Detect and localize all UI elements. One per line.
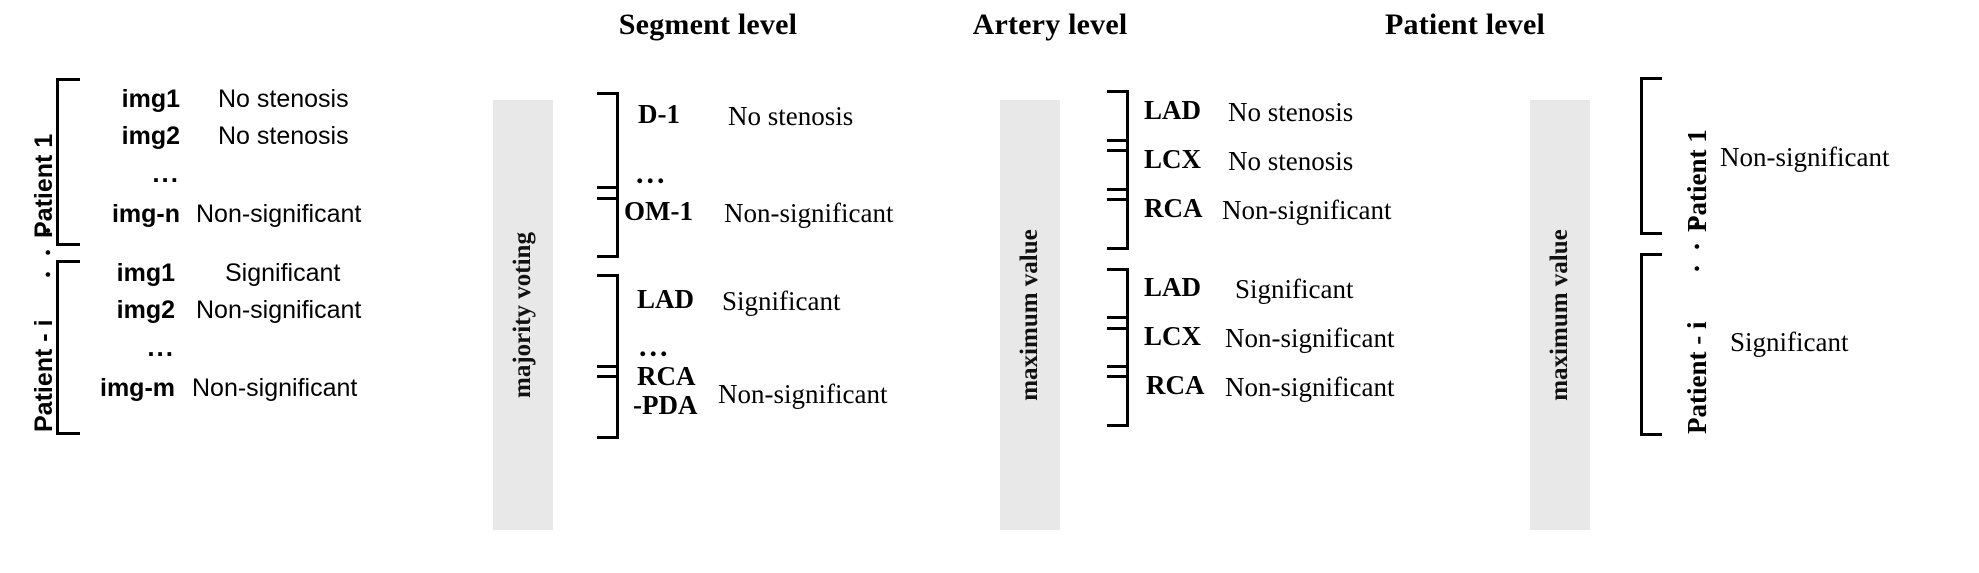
segment-key-line2: -PDA — [633, 390, 698, 420]
image-group-bracket-patient-1 — [56, 78, 80, 246]
artery-bracket-rca-1 — [1107, 188, 1129, 250]
patient-bracket-patient-i — [1640, 253, 1662, 436]
image-row-value: No stenosis — [218, 122, 349, 150]
patient-level-vertical-ellipsis: . . . — [1675, 217, 1706, 272]
segment-value: Non-significant — [724, 198, 894, 228]
segment-ellipsis-upper: ... — [636, 157, 668, 190]
image-row-value: No stenosis — [218, 85, 349, 113]
image-row-value: Non-significant — [196, 296, 362, 324]
patient-value: Non-significant — [1720, 142, 1890, 172]
artery-key: RCA — [1144, 193, 1203, 223]
segment-value: Non-significant — [718, 379, 888, 409]
artery-bracket-lcx-1 — [1107, 139, 1129, 201]
segment-value: Significant — [722, 286, 841, 316]
artery-value: Significant — [1235, 274, 1354, 304]
patient-bracket-patient-1 — [1640, 77, 1662, 235]
image-row-key: img-m — [100, 374, 175, 402]
segment-key: OM-1 — [624, 196, 693, 226]
artery-key: LCX — [1144, 144, 1202, 174]
artery-value: No stenosis — [1228, 146, 1354, 176]
artery-key: LCX — [1144, 321, 1202, 351]
artery-value: Non-significant — [1222, 195, 1392, 225]
patient-group-label-patient-i: Patient - i — [1682, 321, 1712, 434]
segment-bracket-rca-pda — [597, 365, 619, 439]
image-row-ellipsis: ... — [152, 158, 180, 188]
segment-key-line1: RCA — [637, 361, 696, 391]
segment-key: D-1 — [638, 99, 680, 129]
segment-bracket-lad — [597, 274, 619, 378]
image-row-key: img-n — [111, 200, 180, 228]
operator-label-maximum-value-2: maximum value — [1546, 229, 1573, 401]
artery-bracket-lad-1 — [1107, 90, 1129, 152]
artery-key: RCA — [1146, 370, 1205, 400]
image-row-value: Non-significant — [196, 200, 362, 228]
segment-bracket-om-1 — [597, 186, 619, 258]
artery-bracket-lcx-2 — [1107, 316, 1129, 378]
segment-ellipsis-lower: ... — [639, 330, 671, 363]
image-row-ellipsis: ... — [147, 332, 175, 362]
image-row-key: img2 — [116, 296, 175, 324]
image-row-key: img1 — [121, 85, 180, 113]
image-row-value: Non-significant — [192, 374, 358, 402]
artery-key: LAD — [1144, 272, 1202, 302]
segment-bracket-d-1 — [597, 92, 619, 200]
segment-key: LAD — [637, 284, 695, 314]
patient-value: Significant — [1730, 327, 1849, 357]
image-group-bracket-patient-i — [56, 260, 80, 435]
artery-bracket-lad-2 — [1107, 268, 1129, 330]
operator-bar-maximum-value-1: maximum value — [1000, 100, 1060, 530]
image-row-value: Significant — [225, 259, 341, 287]
artery-bracket-rca-2 — [1107, 365, 1129, 427]
artery-level-title: Artery level — [972, 8, 1128, 41]
operator-label-majority-voting: majority voting — [509, 232, 536, 398]
artery-value: Non-significant — [1225, 372, 1395, 402]
segment-value: No stenosis — [728, 101, 854, 131]
artery-key: LAD — [1144, 95, 1202, 125]
artery-value: No stenosis — [1228, 97, 1354, 127]
patient-level-title: Patient level — [1384, 8, 1546, 41]
segment-level-title: Segment level — [618, 8, 798, 41]
operator-bar-maximum-value-2: maximum value — [1530, 100, 1590, 530]
operator-label-maximum-value-1: maximum value — [1016, 229, 1043, 401]
operator-bar-majority-voting: majority voting — [493, 100, 553, 530]
image-level-vertical-ellipsis: . . . — [26, 223, 57, 278]
image-row-key: img1 — [116, 259, 175, 287]
artery-value: Non-significant — [1225, 323, 1395, 353]
image-row-key: img2 — [121, 122, 180, 150]
